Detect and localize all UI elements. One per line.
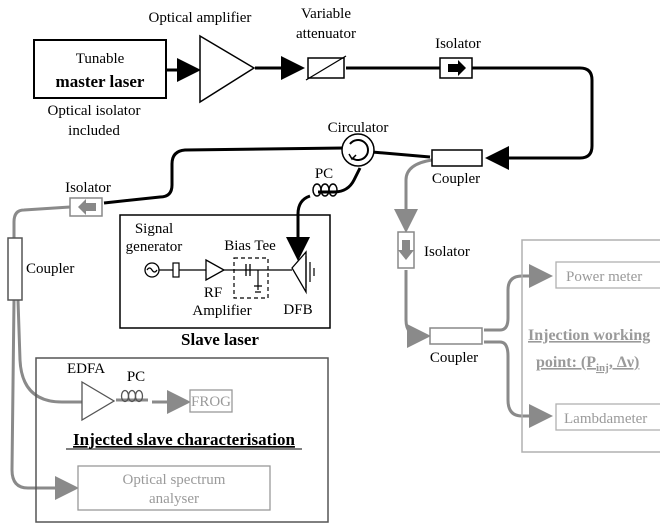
edfa-triangle-icon <box>81 380 116 422</box>
isolator-left-arrow-icon <box>78 199 96 215</box>
lambdameter-label: Lambdameter <box>564 411 647 427</box>
variable-attenuator: Variable attenuator <box>296 6 356 81</box>
pc-top-label: PC <box>315 166 333 182</box>
isolator-left: Isolator <box>65 180 111 217</box>
isolator-top-label: Isolator <box>435 36 481 52</box>
master-note1: Optical isolator <box>48 103 141 119</box>
isolator-mid-arrow-icon <box>398 240 414 260</box>
frog-box <box>189 389 233 413</box>
osa-line1: Optical spectrum <box>123 472 226 488</box>
fiber-gray <box>10 158 553 500</box>
lambdameter-box <box>555 403 660 431</box>
power-meter-box <box>555 261 660 289</box>
coupler-right-label: Coupler <box>432 171 480 187</box>
characterisation-panel: EDFA PC FROG Injected slave characterisa… <box>35 357 329 523</box>
fiber-black <box>103 56 594 261</box>
optical-amplifier: Optical amplifier <box>149 10 256 104</box>
isolator-left-label: Isolator <box>65 180 111 196</box>
variable-label: Variable <box>301 6 351 22</box>
master-line2: master laser <box>56 72 145 91</box>
dfb-label: DFB <box>283 302 312 318</box>
pc-char-coil-icon <box>120 389 144 403</box>
coupler-mid: Coupler <box>429 327 483 366</box>
attenuator-label: attenuator <box>296 26 356 42</box>
coupler-left-label: Coupler <box>26 261 74 277</box>
master-laser: Tunable master laser Optical isolator in… <box>33 39 167 139</box>
isolator-arrow-icon <box>448 60 466 76</box>
bias-tee-box <box>233 257 269 299</box>
coupler-left: Coupler <box>7 237 74 301</box>
frog-label: FROG <box>191 394 231 410</box>
slave-laser: Signal generator RF Amplifier Bias Tee D… <box>119 214 331 349</box>
coupler-right: Coupler <box>431 149 483 187</box>
rf-amplifier-icon <box>205 258 226 282</box>
isolator-mid-label: Isolator <box>424 244 470 260</box>
master-laser-box <box>33 39 167 99</box>
isolator-top: Isolator <box>435 36 481 79</box>
attenuator-arrow-icon <box>305 55 347 81</box>
injection-title2: point: (Pinj, Δν) <box>536 354 639 374</box>
circulator-label: Circulator <box>328 120 389 136</box>
osa-line2: analyser <box>149 491 199 507</box>
amplifier-triangle-icon <box>199 34 256 104</box>
optical-amplifier-label: Optical amplifier <box>149 10 252 26</box>
signal-generator-line1: Signal <box>135 221 173 237</box>
master-line1: Tunable <box>76 51 125 67</box>
isolator-mid: Isolator <box>397 231 470 269</box>
power-meter-label: Power meter <box>566 269 642 285</box>
circulator-icon <box>349 139 369 161</box>
pc-char-label: PC <box>127 369 145 385</box>
coupler-mid-label: Coupler <box>430 350 478 366</box>
signal-generator-line2: generator <box>126 239 183 255</box>
pc-coil-icon <box>312 183 338 197</box>
slave-laser-title: Slave laser <box>181 330 259 349</box>
injection-title1: Injection working <box>528 327 650 344</box>
master-note2: included <box>68 123 120 139</box>
osa-box <box>77 465 271 511</box>
amplifier-label: Amplifier <box>192 303 251 319</box>
circulator: Circulator <box>328 120 389 167</box>
pc-top: PC <box>312 166 338 197</box>
bias-tee-label: Bias Tee <box>224 238 276 254</box>
rf-label: RF <box>204 285 222 301</box>
characterisation-title: Injected slave characterisation <box>73 430 295 449</box>
injection-panel: Power meter Injection working point: (Pi… <box>521 239 660 453</box>
edfa-label: EDFA <box>67 361 105 377</box>
